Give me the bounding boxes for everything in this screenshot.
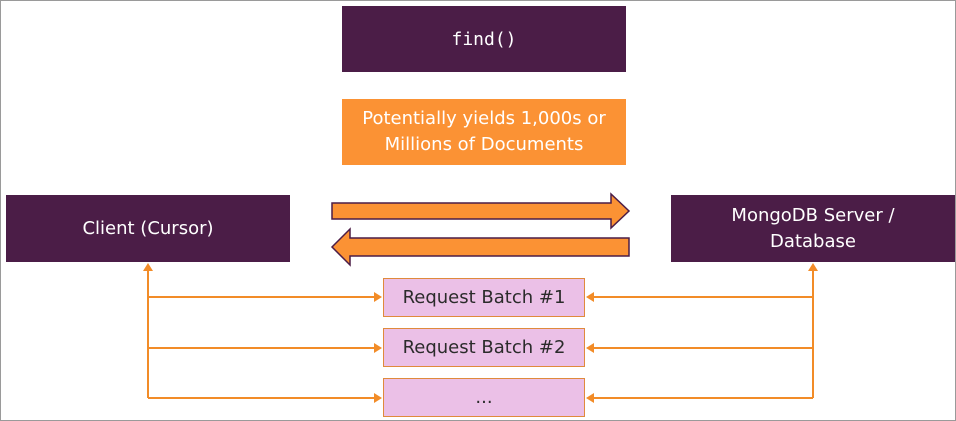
client-to-batch-1-arrowhead: [374, 292, 382, 302]
yield-note-box: Potentially yields 1,000s or Millions of…: [342, 99, 626, 165]
server-to-batch-3-arrowhead: [586, 393, 594, 403]
server-to-batch-2-arrowhead: [586, 343, 594, 353]
request-flow-arrow: [331, 192, 631, 230]
client-arrowhead: [143, 263, 153, 271]
client-cursor-box: Client (Cursor): [6, 195, 290, 262]
request-batch-2-label: Request Batch #2: [402, 337, 566, 358]
response-flow-arrow: [330, 227, 630, 267]
client-cursor-label: Client (Cursor): [82, 218, 214, 239]
request-batch-1-box: Request Batch #1: [383, 278, 585, 317]
client-to-batch-2-arrowhead: [374, 343, 382, 353]
server-to-batch-1-arrowhead: [586, 292, 594, 302]
request-batch-more-box: ...: [383, 378, 585, 417]
yield-note-label: Potentially yields 1,000s or Millions of…: [362, 108, 606, 155]
mongodb-server-label: MongoDB Server / Database: [731, 204, 895, 252]
request-batch-1-label: Request Batch #1: [402, 287, 566, 308]
find-method-label: find(): [451, 28, 517, 50]
find-method-box: find(): [342, 6, 626, 72]
request-batch-2-box: Request Batch #2: [383, 328, 585, 367]
client-to-batch-3-arrowhead: [374, 393, 382, 403]
request-batch-more-label: ...: [475, 387, 493, 408]
mongodb-server-box: MongoDB Server / Database: [671, 195, 955, 262]
server-arrowhead: [808, 263, 818, 271]
